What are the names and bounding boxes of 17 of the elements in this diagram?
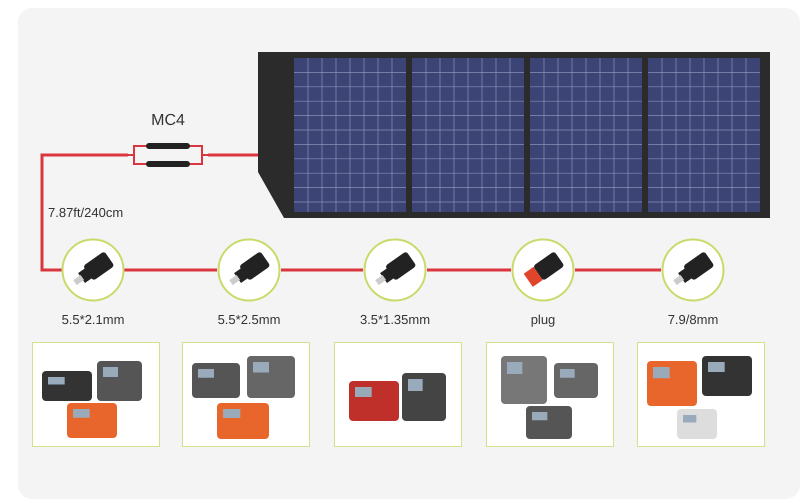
connector-label: 5.5*2.5mm xyxy=(216,312,282,327)
connector-label: 7.9/8mm xyxy=(666,312,720,327)
product-card xyxy=(182,342,310,447)
product-card xyxy=(334,342,462,447)
product-card xyxy=(32,342,160,447)
edge-label: 7.87ft/240cm xyxy=(48,204,124,220)
cable xyxy=(427,268,511,272)
cable xyxy=(575,268,661,272)
connector-label: MC4 xyxy=(150,112,186,130)
cable xyxy=(208,154,258,156)
product-card xyxy=(486,342,614,447)
connector-label: 5.5*2.1mm xyxy=(60,312,126,327)
connector-label: plug xyxy=(530,312,556,327)
cable xyxy=(281,268,363,272)
connector-label: 3.5*1.35mm xyxy=(358,312,432,327)
cable xyxy=(125,268,217,272)
product-card xyxy=(637,342,765,447)
